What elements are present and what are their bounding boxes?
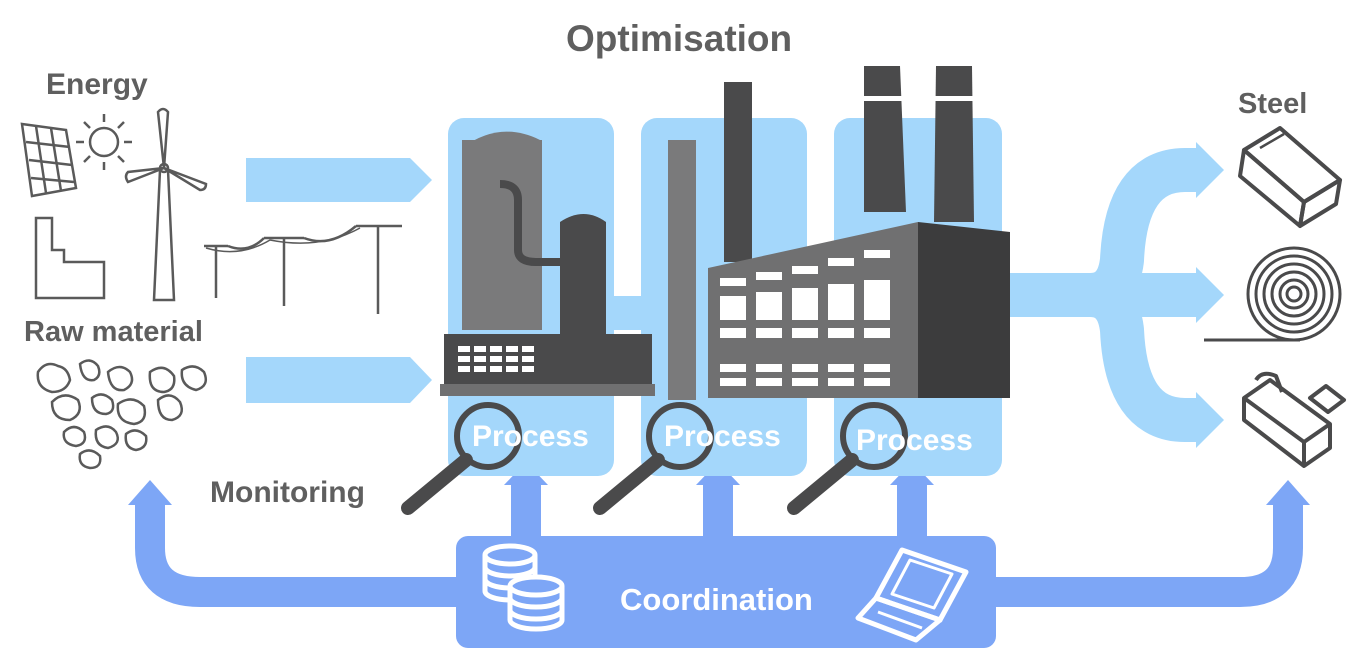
- steel-label: Steel: [1238, 88, 1308, 120]
- rock-pile-icon: [36, 359, 207, 470]
- blast-furnace-plant: [440, 131, 655, 396]
- steel-coil-icon: [1204, 246, 1342, 342]
- factory-icon: [34, 216, 106, 300]
- power-line-icon: [204, 224, 402, 314]
- process-label-3: Process: [856, 424, 973, 457]
- coordination-loop: [135, 480, 1303, 607]
- magnifier-icon: [787, 402, 908, 515]
- energy-label: Energy: [46, 68, 148, 101]
- laptop-icon: [855, 547, 969, 643]
- raw-material-label: Raw material: [24, 316, 203, 348]
- input-arrows: [246, 158, 432, 403]
- monitoring-label: Monitoring: [210, 476, 365, 509]
- process-label-2: Process: [664, 420, 781, 453]
- wind-turbine-icon: [124, 107, 208, 302]
- steel-profile-icon: [1242, 371, 1346, 468]
- coordination-label: Coordination: [620, 582, 813, 617]
- magnifier-icon: [401, 402, 522, 515]
- chimney-towers: [668, 82, 752, 400]
- solar-panel-icon: [20, 122, 78, 198]
- magnifier-icon: [593, 402, 714, 515]
- output-branches: [1002, 142, 1224, 448]
- steel-bar-icon: [1238, 126, 1342, 228]
- sun-icon: [76, 114, 132, 170]
- steel-mill-building: [708, 66, 1010, 398]
- process-label-1: Process: [472, 420, 589, 453]
- optimisation-label: Optimisation: [566, 18, 793, 59]
- database-icon: [482, 543, 565, 632]
